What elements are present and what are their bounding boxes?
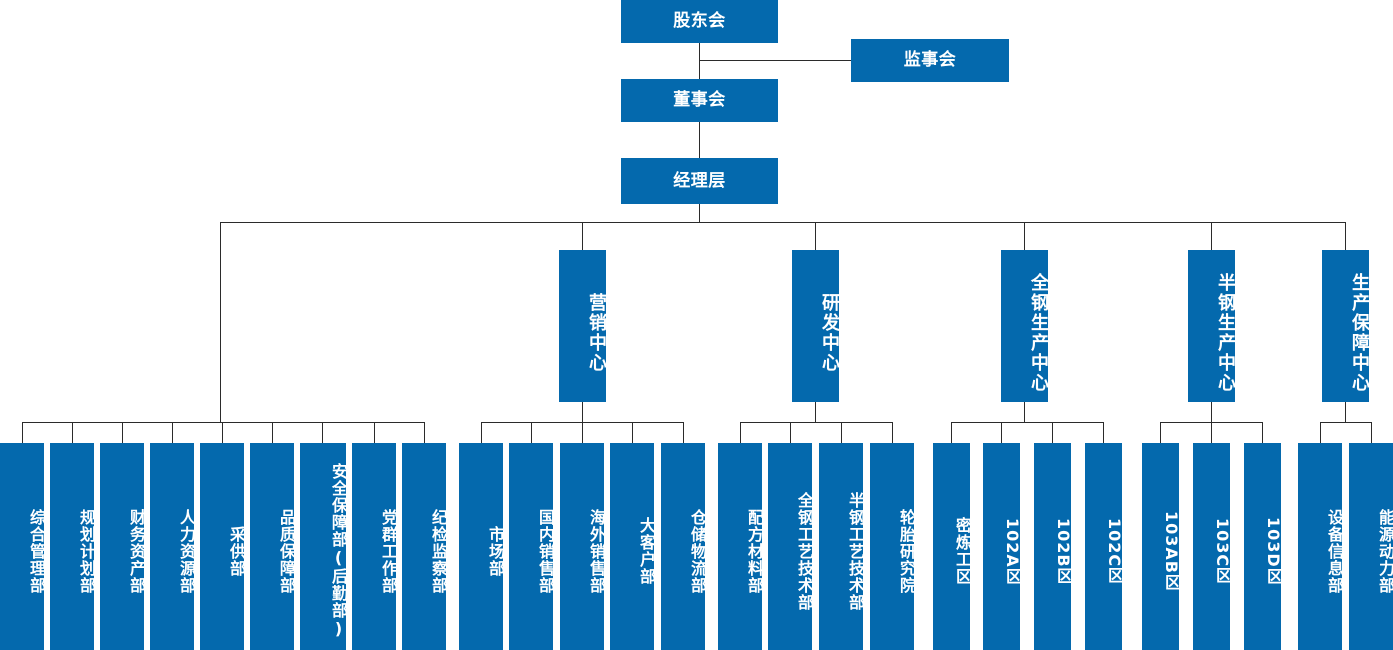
connector-rnd-drop-3 — [892, 422, 893, 443]
connector-allsteel-drop-2 — [1052, 422, 1053, 443]
connector-functional-drop-5 — [272, 422, 273, 443]
node-shareholders[interactable]: 股东会 — [621, 0, 778, 43]
node-dept-procurement[interactable]: 采供部 — [200, 443, 246, 650]
node-dept-domestic-sales[interactable]: 国内销售部 — [509, 443, 555, 650]
connector-functional-drop-4 — [222, 422, 223, 443]
connector-bus-semisteel — [1211, 222, 1212, 250]
connector-supervisory-tee — [699, 60, 851, 61]
connector-support-drop-1 — [1371, 422, 1372, 443]
connector-allsteel-bus — [951, 422, 1103, 423]
connector-support-stem — [1345, 402, 1346, 423]
node-dept-finance-assets[interactable]: 财务资产部 — [100, 443, 146, 650]
node-center-allsteel[interactable]: 全钢生产中心 — [1001, 250, 1049, 402]
connector-functional-drop-0 — [22, 422, 23, 443]
node-dept-allsteel-process-tech[interactable]: 全钢工艺技术部 — [768, 443, 814, 650]
node-dept-formula-materials[interactable]: 配方材料部 — [718, 443, 764, 650]
connector-rnd-bus — [740, 422, 892, 423]
node-management[interactable]: 经理层 — [621, 158, 778, 204]
connector-allsteel-stem — [1024, 402, 1025, 423]
node-center-semisteel[interactable]: 半钢生产中心 — [1188, 250, 1236, 402]
node-dept-overseas-sales[interactable]: 海外销售部 — [560, 443, 606, 650]
node-area-103c[interactable]: 103C区 — [1193, 443, 1232, 650]
connector-support-bus — [1320, 422, 1371, 423]
connector-support-drop-0 — [1320, 422, 1321, 443]
connector-allsteel-drop-3 — [1103, 422, 1104, 443]
connector-semisteel-drop-2 — [1262, 422, 1263, 443]
node-dept-party-affairs[interactable]: 党群工作部 — [352, 443, 398, 650]
connector-rnd-drop-1 — [790, 422, 791, 443]
node-area-102c[interactable]: 102C区 — [1085, 443, 1124, 650]
node-center-marketing[interactable]: 营销中心 — [559, 250, 607, 402]
connector-bus-allsteel — [1024, 222, 1025, 250]
node-dept-energy-power[interactable]: 能源动力部 — [1349, 443, 1393, 650]
node-center-rnd[interactable]: 研发中心 — [792, 250, 840, 402]
connector-marketing-drop-0 — [481, 422, 482, 443]
node-dept-discipline-inspection[interactable]: 纪检监察部 — [402, 443, 448, 650]
connector-allsteel-drop-1 — [1001, 422, 1002, 443]
node-dept-tire-research-institute[interactable]: 轮胎研究院 — [870, 443, 916, 650]
node-dept-quality-assurance[interactable]: 品质保障部 — [250, 443, 296, 650]
connector-marketing-drop-1 — [531, 422, 532, 443]
node-dept-general-management[interactable]: 综合管理部 — [0, 443, 46, 650]
node-area-103d[interactable]: 103D区 — [1244, 443, 1283, 650]
node-area-103ab[interactable]: 103AB区 — [1142, 443, 1181, 650]
connector-functional-drop-1 — [72, 422, 73, 443]
node-dept-equipment-information[interactable]: 设备信息部 — [1298, 443, 1344, 650]
connector-marketing-drop-4 — [683, 422, 684, 443]
connector-semisteel-stem — [1211, 402, 1212, 423]
connector-semisteel-drop-0 — [1160, 422, 1161, 443]
node-center-support[interactable]: 生产保障中心 — [1322, 250, 1370, 402]
node-area-102a[interactable]: 102A区 — [983, 443, 1022, 650]
connector-marketing-drop-3 — [632, 422, 633, 443]
node-dept-market[interactable]: 市场部 — [459, 443, 505, 650]
connector-functional-drop-6 — [322, 422, 323, 443]
connector-functional-drop-2 — [122, 422, 123, 443]
connector-semisteel-drop-1 — [1211, 422, 1212, 443]
connector-functional-drop-7 — [374, 422, 375, 443]
connector-marketing-drop-2 — [582, 422, 583, 443]
connector-main-bus — [220, 222, 1346, 223]
connector-bus-rnd — [815, 222, 816, 250]
node-board-of-directors[interactable]: 董事会 — [621, 79, 778, 122]
connector-rnd-stem — [815, 402, 816, 423]
connector-bus-functional-group — [220, 222, 221, 422]
connector-functional-bus — [22, 422, 424, 423]
node-dept-key-accounts[interactable]: 大客户部 — [610, 443, 656, 650]
connector-rnd-drop-0 — [740, 422, 741, 443]
connector-marketing-stem — [582, 402, 583, 423]
node-dept-human-resources[interactable]: 人力资源部 — [150, 443, 196, 650]
connector-rnd-drop-2 — [841, 422, 842, 443]
node-area-102b[interactable]: 102B区 — [1034, 443, 1073, 650]
node-supervisory-board[interactable]: 监事会 — [851, 39, 1009, 82]
connector-bus-support — [1345, 222, 1346, 250]
connector-bus-marketing — [582, 222, 583, 250]
connector-functional-drop-3 — [172, 422, 173, 443]
connector-board-management — [699, 122, 700, 158]
node-dept-semisteel-process-tech[interactable]: 半钢工艺技术部 — [819, 443, 865, 650]
node-area-mixing[interactable]: 密炼工区 — [933, 443, 972, 650]
node-dept-safety-logistics[interactable]: 安全保障部(后勤部) — [300, 443, 348, 650]
node-dept-warehousing-logistics[interactable]: 仓储物流部 — [661, 443, 707, 650]
connector-functional-drop-8 — [424, 422, 425, 443]
node-dept-planning[interactable]: 规划计划部 — [50, 443, 96, 650]
connector-allsteel-drop-0 — [951, 422, 952, 443]
connector-management-bus — [699, 204, 700, 222]
connector-shareholders-board — [699, 43, 700, 79]
